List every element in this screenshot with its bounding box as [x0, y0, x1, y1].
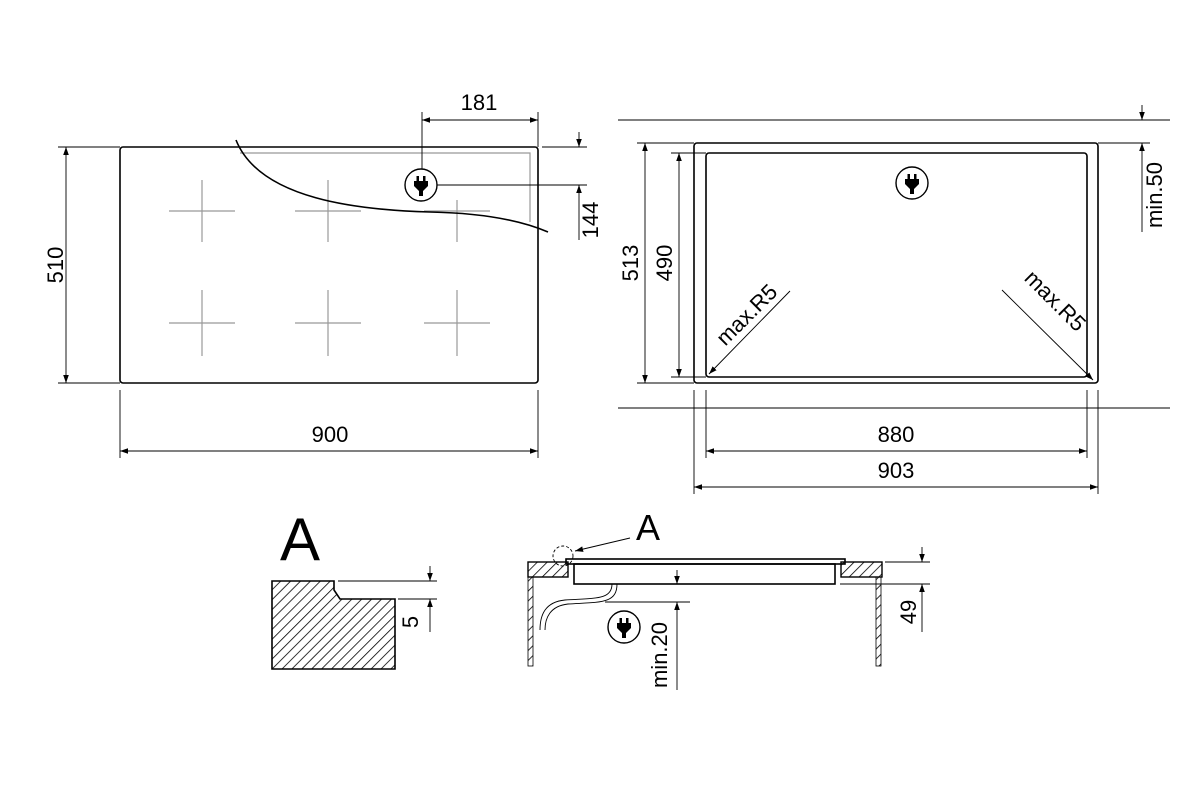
cutout-view: 513 490 880 903 min.50 max.R5 max.R5 [618, 105, 1170, 494]
dim-outer-width: 903 [878, 458, 915, 483]
dim-width: 900 [312, 422, 349, 447]
section-view: A min.20 49 [527, 507, 930, 690]
power-cable [539, 583, 618, 631]
cooking-zones [169, 180, 490, 356]
radius-right: max.R5 [1020, 265, 1091, 336]
dim-inner-width: 880 [878, 422, 915, 447]
power-plug-icon [895, 166, 929, 200]
radius-left: max.R5 [711, 279, 782, 350]
hob-top-view: 510 900 181 144 [43, 90, 603, 458]
dim-plug-x: 181 [461, 90, 498, 115]
dim-step: 5 [398, 616, 423, 628]
dim-clearance: min.50 [1142, 162, 1167, 228]
power-plug-icon [404, 168, 438, 202]
dim-inner-depth: 490 [652, 245, 677, 282]
dim-outer-depth: 513 [618, 245, 643, 282]
detail-label: A [280, 506, 320, 573]
power-plug-icon [607, 610, 641, 644]
power-cable [235, 139, 549, 233]
dim-clearance-below: min.20 [647, 622, 672, 688]
dim-plug-y: 144 [578, 202, 603, 239]
detail-ref: A [636, 507, 660, 548]
dim-height: 49 [896, 600, 921, 624]
detail-a: A 5 [271, 506, 437, 670]
dim-depth: 510 [43, 247, 68, 284]
